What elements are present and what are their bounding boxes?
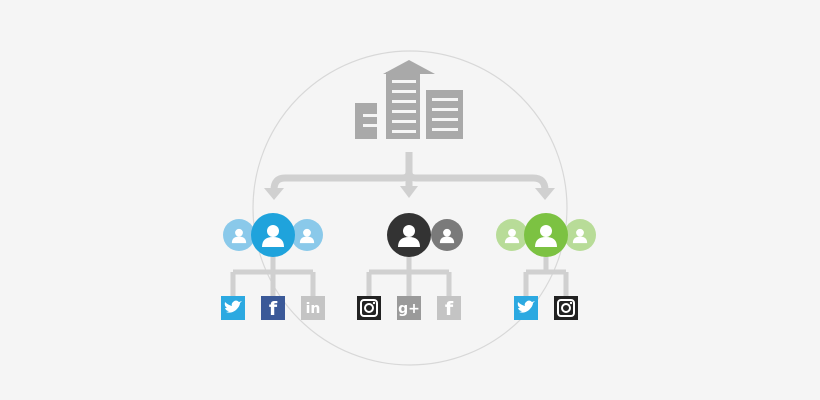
instagram-icon <box>554 296 578 320</box>
secondary-user-icon <box>431 219 463 251</box>
twitter-icon <box>514 296 538 320</box>
secondary-user-icon <box>223 219 255 251</box>
facebook-icon: f <box>261 296 285 320</box>
facebook-icon: f <box>437 296 461 320</box>
arrow-center <box>400 186 418 198</box>
office-buildings-icon <box>355 60 463 139</box>
user-icon <box>251 213 295 257</box>
arrow-right <box>535 188 555 200</box>
google-plus-icon: g+ <box>397 296 421 320</box>
secondary-user-icon <box>496 219 528 251</box>
user-icon <box>387 213 431 257</box>
google-plus-glyph: g+ <box>398 301 420 317</box>
background-circle <box>252 50 568 366</box>
facebook-glyph: f <box>445 298 454 320</box>
linkedin-icon: in <box>301 296 325 320</box>
user-icon <box>524 213 568 257</box>
twitter-icon <box>221 296 245 320</box>
facebook-glyph: f <box>269 298 278 320</box>
secondary-user-icon <box>564 219 596 251</box>
secondary-user-icon <box>291 219 323 251</box>
user-group-green <box>496 213 596 320</box>
org-connector <box>264 152 555 200</box>
arrow-left <box>264 188 284 200</box>
instagram-icon <box>357 296 381 320</box>
user-group-dark: g+ f <box>357 213 463 320</box>
user-group-blue: f in <box>221 213 325 320</box>
linkedin-glyph: in <box>306 301 321 317</box>
